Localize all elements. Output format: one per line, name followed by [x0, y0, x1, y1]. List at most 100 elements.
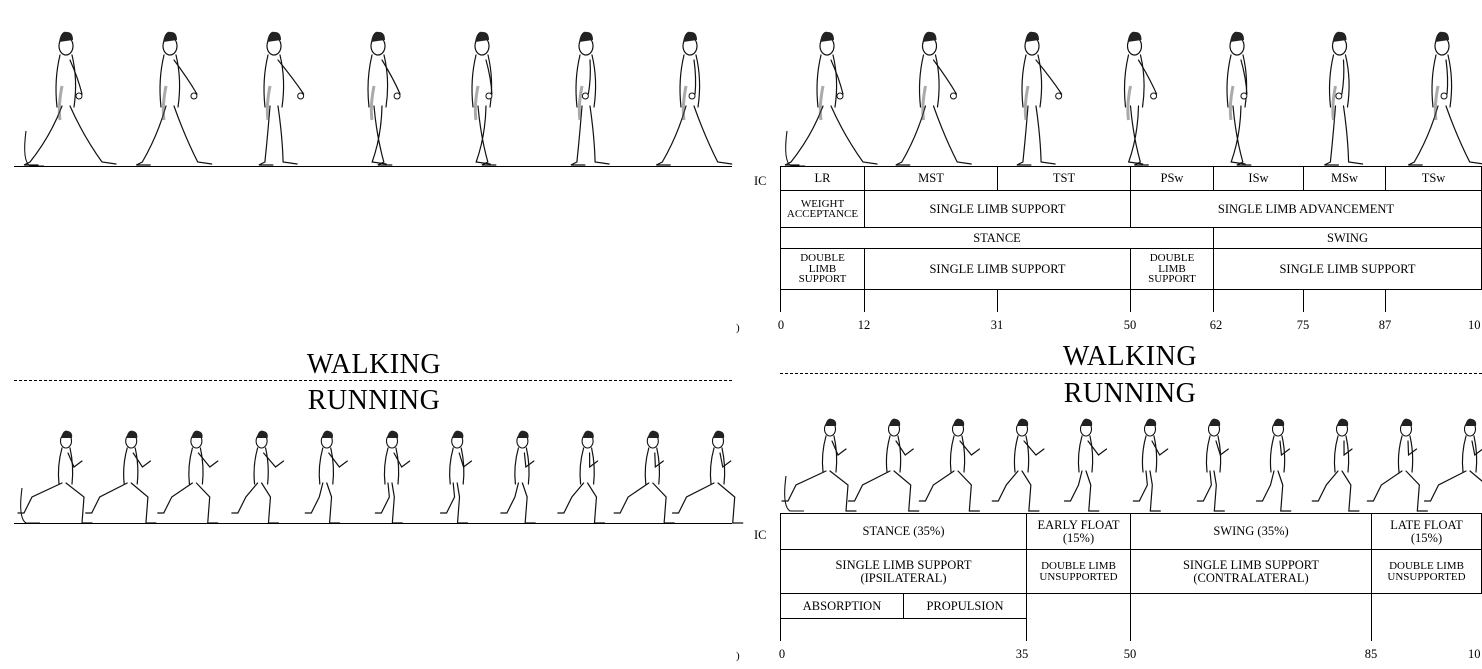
walking-tick-label-end: 10 [1468, 318, 1481, 332]
running-tick-label: 35 [1015, 647, 1029, 661]
left-walking-title: WALKING [306, 349, 442, 380]
walking-figure [471, 31, 497, 166]
walking-tick [997, 290, 998, 312]
left-walking-ground-line [14, 166, 732, 167]
running-double-limb-unsupported-2: DOUBLE LIMB UNSUPPORTED [1371, 549, 1482, 594]
walking-edge-mark: ) [736, 322, 740, 334]
walking-phase-tst: TST [997, 166, 1131, 191]
running-tick [1371, 594, 1372, 641]
right-walking-title: WALKING [1062, 341, 1198, 372]
walking-phase-tsw: TSw [1385, 166, 1482, 191]
walking-tick [1385, 290, 1386, 312]
walking-single-limb-support-task: SINGLE LIMB SUPPORT [864, 190, 1131, 228]
walking-tick [1130, 290, 1131, 312]
running-figure [1366, 418, 1428, 512]
running-figure [1311, 418, 1360, 512]
walking-tick [864, 290, 865, 312]
walking-figure [136, 31, 213, 166]
running-figure [500, 430, 536, 524]
right-walking-figures [784, 31, 1482, 167]
running-tick [1130, 594, 1131, 641]
walking-figure [1408, 31, 1482, 166]
running-figure [439, 430, 473, 524]
running-single-limb-support-ipsilateral-label: SINGLE LIMB SUPPORT (IPSILATERAL) [835, 558, 972, 585]
walking-tick-label: 62 [1209, 318, 1223, 332]
walking-single-limb-support-1: SINGLE LIMB SUPPORT [864, 248, 1131, 290]
running-double-limb-unsupported-1-label: DOUBLE LIMB UNSUPPORTED [1039, 560, 1118, 583]
walking-figure [656, 31, 733, 166]
running-single-limb-support-contralateral-label: SINGLE LIMB SUPPORT (CONTRALATERAL) [1182, 558, 1320, 585]
walking-tick [1303, 290, 1304, 312]
running-figure [918, 418, 981, 512]
running-figure [1196, 418, 1229, 512]
running-absorption: ABSORPTION [780, 593, 904, 619]
walking-figure [367, 31, 401, 166]
start-foot-mark [784, 475, 804, 512]
walking-single-limb-support-2: SINGLE LIMB SUPPORT [1213, 248, 1482, 290]
running-figure [781, 418, 857, 512]
running-figure [17, 430, 93, 524]
left-walking-figures [23, 31, 733, 167]
left-running-ground-line [14, 523, 732, 524]
start-foot-mark [24, 130, 44, 167]
running-figure [1255, 418, 1292, 512]
running-early-float: EARLY FLOAT (15%) [1026, 513, 1131, 550]
right-walking-running-divider [780, 373, 1482, 374]
running-single-limb-support-ipsilateral: SINGLE LIMB SUPPORT (IPSILATERAL) [780, 549, 1027, 594]
running-ic-label: IC [754, 528, 767, 542]
walking-phase-msw: MSw [1303, 166, 1386, 191]
start-foot-mark [20, 487, 40, 524]
running-figure [847, 418, 920, 512]
running-tick [780, 619, 781, 641]
walking-figure [784, 31, 878, 166]
running-propulsion: PROPULSION [903, 593, 1027, 619]
walking-gait-table: LR MST TST PSw ISw MSw TSw WEIGHT ACCEPT… [780, 166, 1482, 290]
left-walking-running-divider [14, 380, 732, 381]
running-tick-label-end: 10 [1468, 647, 1481, 661]
left-running-figures [17, 430, 744, 524]
running-swing: SWING (35%) [1130, 513, 1372, 550]
running-stance: STANCE (35%) [780, 513, 1027, 550]
running-gait-table: STANCE (35%) EARLY FLOAT (15%) SWING (35… [780, 513, 1482, 619]
running-figure [231, 430, 285, 524]
running-figure [671, 430, 744, 524]
running-edge-mark: ) [736, 650, 740, 662]
running-tick [1026, 619, 1027, 641]
walking-tick [780, 290, 781, 312]
running-double-limb-unsupported-2-label: DOUBLE LIMB UNSUPPORTED [1387, 560, 1466, 583]
walking-double-limb-support-2: DOUBLE LIMB SUPPORT [1130, 248, 1214, 290]
walking-tick [1213, 290, 1214, 312]
running-late-float-label: LATE FLOAT (15%) [1390, 518, 1463, 545]
left-running-title: RUNNING [307, 385, 441, 416]
running-figure [304, 430, 348, 524]
walking-figure [1324, 31, 1364, 166]
walking-phase-mst: MST [864, 166, 998, 191]
running-double-limb-unsupported-1: DOUBLE LIMB UNSUPPORTED [1026, 549, 1131, 594]
walking-tick-label: 31 [990, 318, 1004, 332]
walking-tick-label: 75 [1296, 318, 1310, 332]
running-early-float-label: EARLY FLOAT (15%) [1037, 518, 1120, 545]
walking-tick-label: 12 [857, 318, 871, 332]
running-figure [85, 430, 157, 524]
walking-phase-lr: LR [780, 166, 865, 191]
walking-figure [258, 31, 305, 166]
walking-stance: STANCE [780, 227, 1214, 249]
running-tick-label: 50 [1123, 647, 1137, 661]
walking-figure [1123, 31, 1158, 166]
running-tick-label: 0 [778, 647, 786, 661]
walking-figure [23, 31, 117, 166]
running-tick-label: 85 [1364, 647, 1378, 661]
running-figure [1063, 418, 1108, 512]
walking-phase-isw: ISw [1213, 166, 1304, 191]
walking-figure [1226, 31, 1252, 166]
walking-figure [1016, 31, 1063, 166]
walking-ic-label: IC [754, 174, 767, 188]
walking-double-limb-support-1: DOUBLE LIMB SUPPORT [780, 248, 865, 290]
running-figure [613, 430, 675, 524]
walking-swing: SWING [1213, 227, 1482, 249]
running-late-float: LATE FLOAT (15%) [1371, 513, 1482, 550]
running-single-limb-support-contralateral: SINGLE LIMB SUPPORT (CONTRALATERAL) [1130, 549, 1372, 594]
running-figure [991, 418, 1045, 512]
running-figure [557, 430, 606, 524]
walking-tick-label: 50 [1123, 318, 1137, 332]
